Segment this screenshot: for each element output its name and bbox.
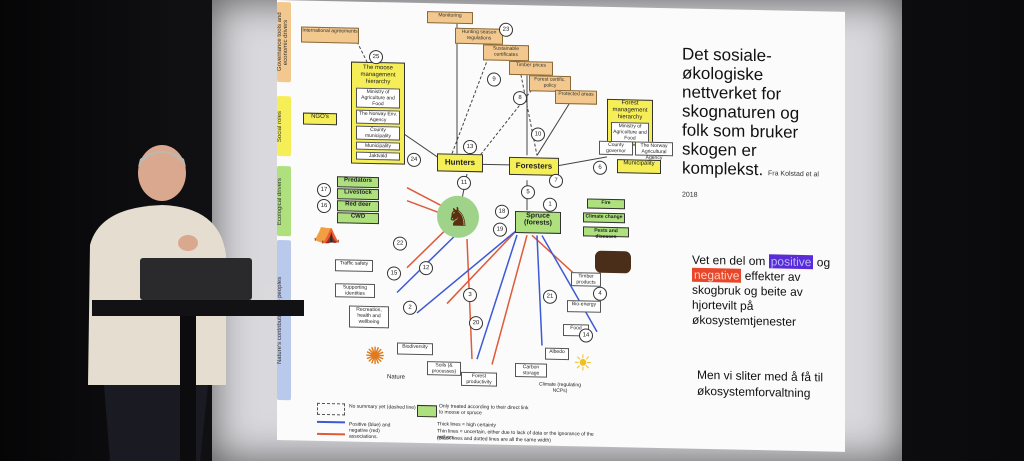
carbon-storage-box: Carbon storage xyxy=(515,362,547,378)
county-box: County municipality xyxy=(356,125,400,141)
timber-prices-box: Timber prices xyxy=(509,60,553,76)
legend-only-treated: Only treated according to their direct l… xyxy=(439,403,529,417)
number-circle: 3 xyxy=(463,287,477,303)
number-circle: 16 xyxy=(317,198,331,214)
forest-productivity-box: Forest productivity xyxy=(461,371,497,387)
livestock-box: Livestock xyxy=(337,188,379,201)
number-circle: 4 xyxy=(593,286,607,301)
number-circle: 10 xyxy=(531,127,545,142)
traffic-safety-box: Traffic safety xyxy=(335,259,373,273)
foresters-box: Foresters xyxy=(509,156,559,176)
monitoring-box: Monitoring xyxy=(427,11,473,25)
bioenergy-box: Bio-energy xyxy=(567,300,601,313)
municipality-box: Municipality xyxy=(356,141,400,151)
number-circle: 20 xyxy=(469,316,483,331)
international-agreements-box: International agreements xyxy=(301,26,359,44)
number-circle: 5 xyxy=(521,185,535,200)
pests-box: Pests and diseases xyxy=(583,226,629,240)
spruce-box: Spruce (forests) xyxy=(515,210,561,234)
climate-label: Climate (regulating NCPs) xyxy=(539,381,581,395)
nature-label: Nature xyxy=(387,374,406,381)
predators-box: Predators xyxy=(337,176,379,189)
number-circle: 23 xyxy=(499,22,513,37)
protected-areas-box: Protected areas xyxy=(555,89,597,105)
red-deer-box: Red deer xyxy=(337,200,379,213)
forest-management-hierarchy: Forest management hierarchy Ministry of … xyxy=(607,98,653,146)
number-circle: 7 xyxy=(549,173,563,188)
number-circle: 13 xyxy=(463,139,477,155)
effects-text-a: Vet en del om xyxy=(692,252,766,269)
moose-hierarchy-title: The moose management hierarchy xyxy=(360,64,396,86)
fire-box: Fire xyxy=(587,198,625,210)
number-circle: 14 xyxy=(579,328,593,343)
number-circle: 2 xyxy=(403,300,417,315)
number-circle: 17 xyxy=(317,182,331,198)
network-lines xyxy=(356,23,608,365)
hunters-box: Hunters xyxy=(437,153,483,173)
laptop xyxy=(140,258,252,300)
number-circle: 1 xyxy=(543,197,557,212)
legend-green-swatch xyxy=(417,404,437,418)
presentation-slide: Governance tools and economic drivers So… xyxy=(277,0,845,452)
lectern-pole xyxy=(180,316,196,461)
legend-dashed-swatch xyxy=(317,402,345,416)
soils-box: Soils (& processes) xyxy=(427,361,461,376)
number-circle: 19 xyxy=(493,222,507,237)
number-circle: 25 xyxy=(369,49,383,65)
sun-icon: ☀ xyxy=(573,350,593,376)
number-circle: 15 xyxy=(387,266,401,281)
legend-pos-neg: Positive (blue) and negative (red) assoc… xyxy=(349,421,391,441)
positive-highlight: positive xyxy=(768,254,814,270)
number-circle: 9 xyxy=(487,72,501,87)
number-circle: 21 xyxy=(543,289,557,304)
recreation-box: Recreation, health and wellbeing xyxy=(349,305,389,329)
water-glass xyxy=(265,284,275,300)
butterfly-icon: ✺ xyxy=(365,342,386,371)
municipality2-box: Municipality xyxy=(617,159,661,175)
effects-text: Vet en del om positive og negative effek… xyxy=(692,253,842,331)
logs-icon xyxy=(595,250,631,274)
slide-title: Det sosiale- økologiske nettverket for s… xyxy=(682,44,832,207)
number-circle: 12 xyxy=(419,260,433,276)
moose-management-hierarchy: The moose management hierarchy Ministry … xyxy=(351,61,405,165)
agricultural-agency-box: The Norway Agricultural Agency xyxy=(635,141,673,161)
title-line: komplekst. xyxy=(682,158,764,180)
ministry-box: Ministry of Agriculture and Food xyxy=(356,87,400,109)
forest-hierarchy-title: Forest management hierarchy xyxy=(612,100,648,121)
county-governor-box: County governor xyxy=(599,140,633,156)
lectern-top xyxy=(92,300,304,316)
climate-change-box: Climate change xyxy=(583,212,625,224)
legend-arrows xyxy=(317,420,345,436)
tent-icon: ⛺ xyxy=(313,218,341,245)
albedo-box: Albedo xyxy=(545,347,569,361)
biodiversity-box: Biodiversity xyxy=(397,342,433,356)
number-circle: 11 xyxy=(457,175,471,191)
negative-highlight: negative xyxy=(692,267,742,283)
jaktvald-box: Jaktvald xyxy=(356,151,400,161)
number-circle: 22 xyxy=(393,236,407,251)
cwd-box: CWD xyxy=(337,212,379,225)
certificates-box: Sustainable certificates xyxy=(483,44,529,62)
timber-products-box: Timber products xyxy=(571,272,601,287)
number-circle: 24 xyxy=(407,152,421,168)
effects-text-b: og xyxy=(816,255,831,270)
supporting-identities-box: Supporting identities xyxy=(335,283,375,299)
env-agency-box: The Norway Env. Agency xyxy=(356,109,400,125)
number-circle: 8 xyxy=(513,90,527,106)
hunting-regulations-box: Hunting season regulations xyxy=(455,27,503,45)
ngos-box: NGO's xyxy=(303,112,337,126)
ministry2-box: Ministry of Agriculture and Food xyxy=(611,121,649,143)
management-text: Men vi sliter med å få til økosystemforv… xyxy=(697,367,824,401)
moose-icon: ♞ xyxy=(437,195,479,239)
number-circle: 18 xyxy=(495,204,509,219)
number-circle: 6 xyxy=(593,160,607,175)
